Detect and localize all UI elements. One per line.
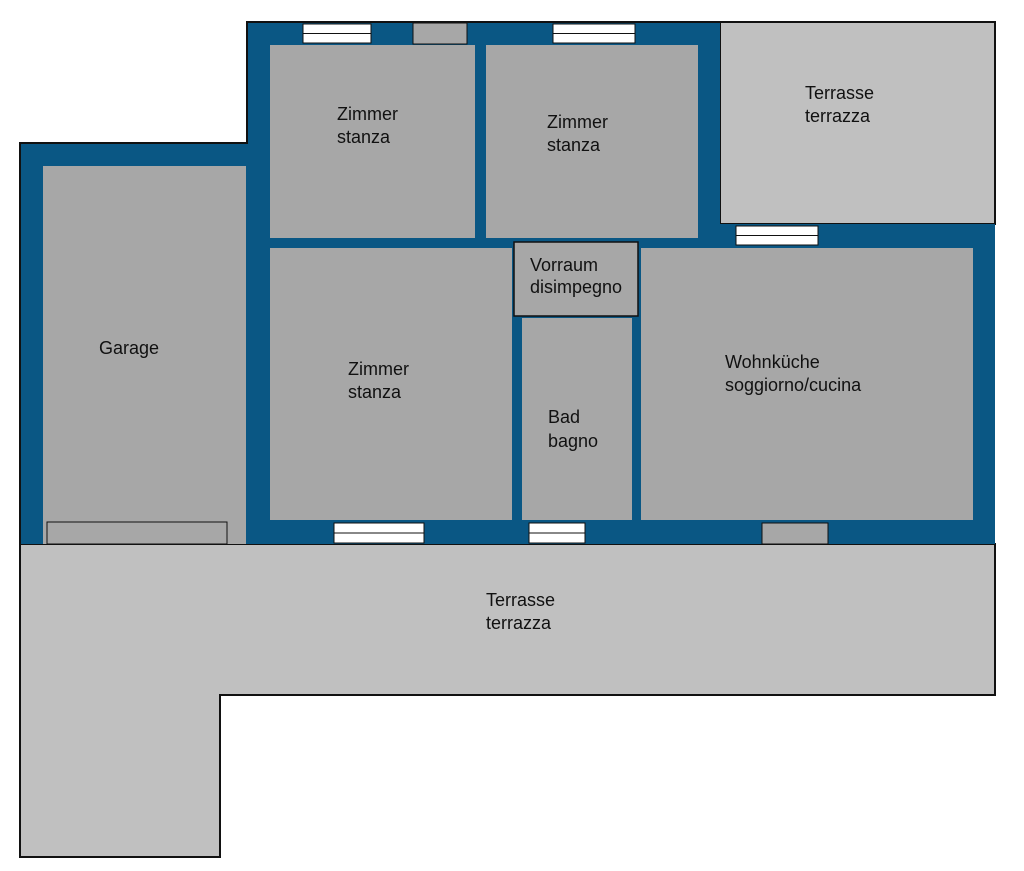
room-top-mid-label-line2: stanza — [547, 135, 601, 155]
vorraum-label-line1: Vorraum — [530, 255, 598, 275]
room-left-label-line2: stanza — [348, 382, 402, 402]
exterior-outline — [19, 21, 996, 857]
top-door-opening — [412, 22, 468, 45]
wohnkueche-label: Wohnküche soggiorno/cucina — [725, 352, 862, 395]
room-top-left-label: Zimmer stanza — [337, 104, 403, 147]
room-left-label-line1: Zimmer — [348, 359, 409, 379]
room-top-mid-label-line1: Zimmer — [547, 112, 608, 132]
terrace-bottom-label-line1: Terrasse — [486, 590, 555, 610]
terrace-top-label-line1: Terrasse — [805, 83, 874, 103]
room-top-mid — [486, 45, 698, 238]
window-room-left — [333, 522, 425, 544]
room-top-left-label-line1: Zimmer — [337, 104, 398, 124]
bad-label-line1: Bad — [548, 407, 580, 427]
window-bad — [528, 522, 586, 544]
wohnkueche-room — [641, 248, 973, 520]
room-left-label: Zimmer stanza — [348, 359, 414, 402]
window-terrace-top — [735, 225, 819, 246]
window-top-left — [302, 23, 372, 44]
bad-room — [522, 318, 632, 520]
room-top-mid-label: Zimmer stanza — [547, 112, 613, 155]
vorraum-room — [513, 241, 639, 317]
room-top-left — [270, 45, 475, 238]
bad-label: Bad bagno — [548, 407, 598, 451]
vorraum-label-line2: disimpegno — [530, 277, 622, 297]
terrace-top-label: Terrasse terrazza — [805, 83, 879, 126]
wohnkueche-label-line1: Wohnküche — [725, 352, 820, 372]
room-left — [270, 248, 512, 520]
window-top-mid — [552, 23, 636, 44]
garage-door-opening — [46, 521, 228, 545]
vorraum-label: Vorraum disimpegno — [530, 255, 622, 297]
wohnkueche-label-line2: soggiorno/cucina — [725, 375, 862, 395]
terrace-bottom-label: Terrasse terrazza — [486, 590, 560, 633]
room-top-left-label-line2: stanza — [337, 127, 391, 147]
bad-label-line2: bagno — [548, 431, 598, 451]
garage-label: Garage — [99, 338, 159, 358]
terrace-bottom-label-line2: terrazza — [486, 613, 552, 633]
terrace-top-label-line2: terrazza — [805, 106, 871, 126]
garage-room — [43, 166, 246, 544]
kitchen-door-opening — [761, 522, 829, 545]
